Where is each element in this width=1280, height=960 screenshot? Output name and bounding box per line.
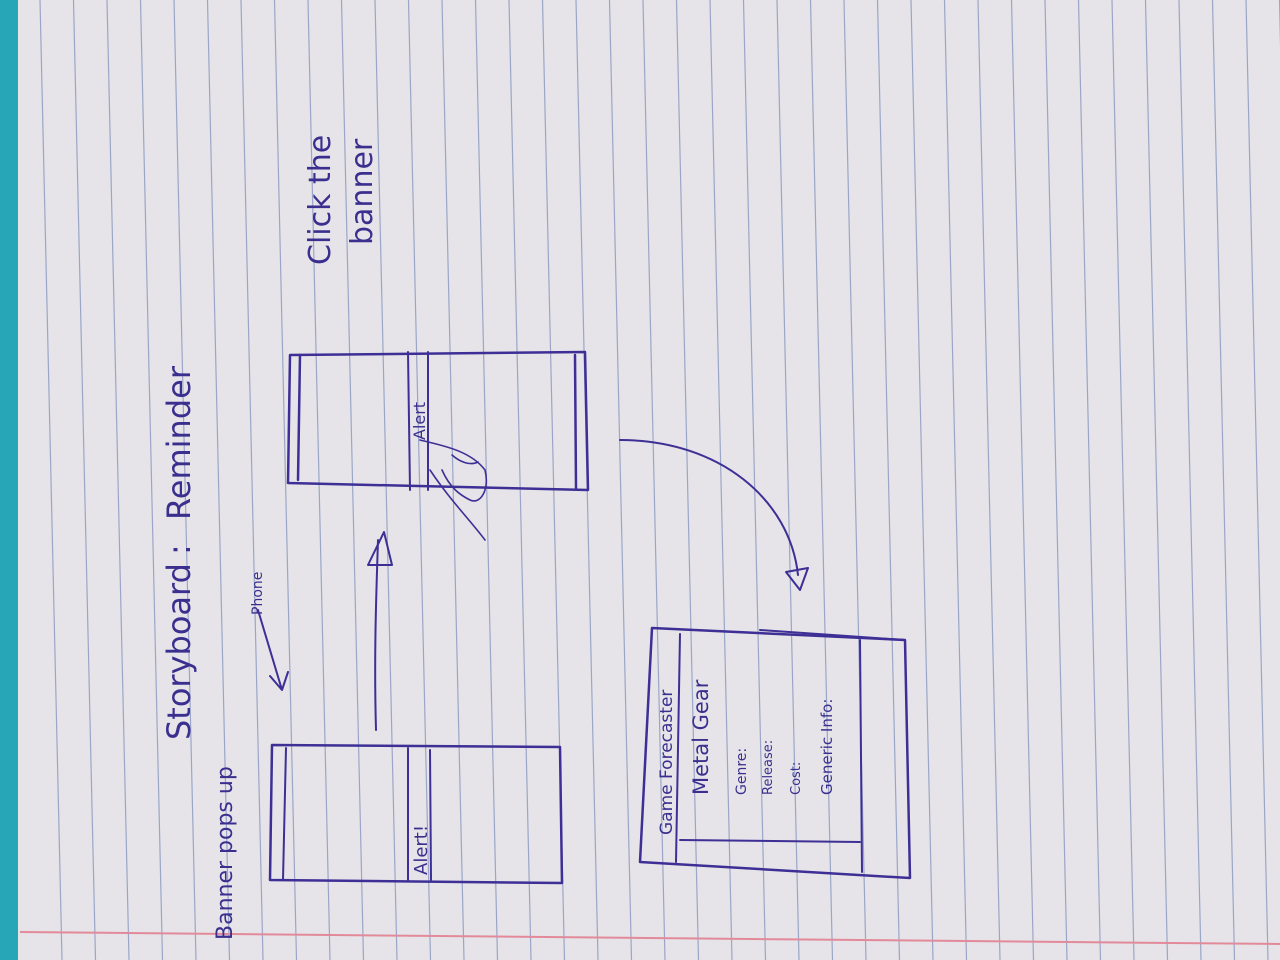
panel3-side-bars: [675, 633, 863, 873]
rule-line: [273, 0, 298, 960]
panel2-caption-line1: Click the: [303, 135, 338, 265]
phone-pointer-arrow: [257, 609, 289, 691]
rule-line: [206, 0, 231, 960]
panel2-banner-text: Alert: [410, 402, 429, 440]
panel1-top-bar: [282, 747, 287, 881]
rule-line: [1010, 0, 1035, 960]
title-left: Storyboard: [160, 563, 198, 740]
panel2-phone-sketch: Alert: [286, 350, 590, 541]
panel1-banner-strip: [407, 747, 432, 881]
rule-line: [675, 0, 700, 960]
panel3-line-1: Game Forecaster: [657, 690, 677, 835]
rule-line: [106, 0, 130, 960]
panel2-caption: Click the banner: [303, 135, 380, 265]
rule-line: [374, 0, 398, 960]
ruled-lines: [39, 0, 1280, 960]
phone-label-text: Phone: [250, 572, 266, 615]
panel3-content: Game Forecaster Metal Gear Genre: Releas…: [657, 679, 836, 835]
rule-line: [1111, 0, 1135, 960]
rule-line: [1077, 0, 1102, 960]
panel1-banner-text: Alert!: [411, 825, 432, 875]
panel3-phone-outline: [638, 626, 912, 880]
rule-line: [1044, 0, 1068, 960]
panel3-line-3: Genre:: [734, 748, 750, 795]
title-separator: :: [160, 544, 198, 555]
rule-line: [642, 0, 666, 960]
rule-line: [608, 0, 633, 960]
rule-line: [943, 0, 968, 960]
rule-line: [508, 0, 532, 960]
panel2-banner-strip: [407, 351, 429, 491]
margin-line: [19, 931, 1280, 945]
panel3-phone-sketch: Game Forecaster Metal Gear Genre: Releas…: [638, 626, 912, 880]
rule-line: [809, 0, 834, 960]
panel2-caption-line2: banner: [345, 138, 380, 245]
panel1-phone-sketch: Alert!: [268, 743, 564, 885]
panel1-caption-text: Banner pops up: [213, 766, 238, 940]
rule-line: [340, 0, 365, 960]
title-right: Reminder: [160, 365, 198, 520]
rule-line: [173, 0, 197, 960]
rule-line: [407, 0, 432, 960]
rule-line: [39, 0, 63, 960]
rule-line: [72, 0, 97, 960]
rule-line: [139, 0, 164, 960]
rule-line: [977, 0, 1001, 960]
panel3-divider-lines: [679, 629, 906, 843]
flow-arrow-1: [367, 531, 393, 731]
tapping-hand-icon: [419, 439, 488, 541]
rule-line: [1245, 0, 1269, 960]
panel1-phone-label: Phone: [250, 572, 266, 615]
panel1-phone-outline: [268, 743, 564, 885]
panel2-side-bars: [296, 353, 578, 490]
rule-line: [1178, 0, 1202, 960]
rule-line: [742, 0, 767, 960]
rule-line: [1211, 0, 1236, 960]
rule-line: [1144, 0, 1169, 960]
rule-line: [876, 0, 901, 960]
rule-line: [709, 0, 733, 960]
panel3-line-6: Generic Info:: [818, 699, 836, 795]
panel3-line-2: Metal Gear: [689, 679, 713, 795]
paper-sheet: [18, 0, 1280, 960]
panel3-line-5: Cost:: [789, 762, 804, 795]
rule-line: [910, 0, 934, 960]
rule-line: [240, 0, 264, 960]
storyboard-title: Storyboard : Reminder: [160, 365, 198, 740]
rule-line: [307, 0, 331, 960]
panel2-phone-outline: [286, 350, 590, 492]
flow-arrow-2: [619, 439, 809, 591]
rule-line: [776, 0, 800, 960]
panel1-caption: Banner pops up: [213, 766, 238, 940]
rule-line: [441, 0, 465, 960]
panel3-line-4: Release:: [761, 740, 776, 795]
